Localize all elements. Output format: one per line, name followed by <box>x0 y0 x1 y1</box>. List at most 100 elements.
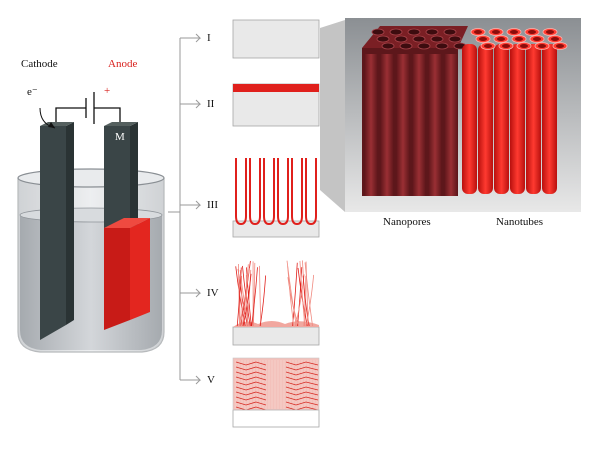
pore-channel <box>249 158 261 226</box>
nanopores-label: Nanopores <box>383 216 431 228</box>
nanopore-column <box>428 54 442 196</box>
nanofiber <box>297 267 303 327</box>
stage-label-3: III <box>207 199 218 211</box>
nanofiber <box>305 261 309 327</box>
mesh-chevron <box>235 371 267 376</box>
mesh-chevron <box>235 366 267 371</box>
nanofiber <box>259 275 267 327</box>
circuit-wires <box>55 92 121 124</box>
metal-label: M <box>115 131 125 143</box>
pore-channel <box>305 158 317 226</box>
nanofiber <box>287 266 295 327</box>
nanofiber <box>299 260 306 327</box>
nanotubes-label: Nanotubes <box>496 216 544 228</box>
stage-label-1: I <box>207 32 211 44</box>
pore-channel <box>291 158 303 226</box>
nanopore-opening <box>435 42 449 50</box>
nanostructure-inset <box>320 18 581 212</box>
nanotube <box>526 44 541 194</box>
cathode-label: Cathode <box>21 58 58 70</box>
mesh-chevron <box>285 361 319 366</box>
nanotube-opening <box>492 30 500 34</box>
plus-label: + <box>104 85 111 97</box>
mesh-chevron <box>285 366 319 371</box>
nanofiber <box>242 273 252 327</box>
mesh-chevron <box>235 376 267 381</box>
nanofiber <box>238 264 240 327</box>
nanotube-opening <box>479 37 487 41</box>
nanofiber <box>241 275 243 327</box>
anodized-layer <box>104 228 130 330</box>
mesh-chevron <box>235 386 267 391</box>
nanotube-opening <box>520 44 528 48</box>
nanopore-opening <box>443 28 457 36</box>
nanopore-opening <box>430 35 444 43</box>
nanotube-opening <box>556 44 564 48</box>
nanotube <box>494 44 509 194</box>
nanotube-opening <box>484 44 492 48</box>
mesh-chevron <box>285 401 319 406</box>
mesh-chevron <box>285 381 319 386</box>
mesh-chevron <box>285 386 319 391</box>
mesh-chevron <box>235 391 267 396</box>
nanofiber <box>286 260 297 327</box>
cathode-electrode <box>40 122 74 340</box>
nanofiber <box>251 267 258 327</box>
nanotube-opening <box>497 37 505 41</box>
nanopore-opening <box>399 42 413 50</box>
nanotube-opening <box>551 37 559 41</box>
nanofiber <box>297 267 308 327</box>
nanotube <box>462 44 477 194</box>
mesh-chevron <box>235 396 267 401</box>
mesh-chevron <box>235 401 267 406</box>
nanopore-opening <box>407 28 421 36</box>
nanotube-opening <box>515 37 523 41</box>
nanotube-opening <box>474 30 482 34</box>
nanopore-column <box>396 54 410 196</box>
mesh-chevron <box>285 406 319 411</box>
stage-2-panel <box>232 83 320 127</box>
electron-arrow <box>39 107 56 129</box>
nanotube-opening <box>528 30 536 34</box>
nanopore-opening <box>376 35 390 43</box>
nanotube <box>478 44 493 194</box>
nanopore-opening <box>417 42 431 50</box>
mesh-chevron <box>285 376 319 381</box>
nanotube <box>542 44 557 194</box>
nanofiber <box>303 275 307 327</box>
nanopore-opening <box>425 28 439 36</box>
nanofiber <box>245 275 248 327</box>
nanofiber <box>305 274 315 327</box>
mesh-chevron <box>235 381 267 386</box>
nanotube-opening <box>546 30 554 34</box>
nanotube-opening <box>502 44 510 48</box>
stage-3-panel <box>232 158 320 238</box>
pore-channel <box>263 158 275 226</box>
nanopore-column <box>380 54 394 196</box>
nanotube-opening <box>533 37 541 41</box>
stage-label-4: IV <box>207 287 219 299</box>
nanofiber <box>259 265 262 327</box>
nanopore-column <box>364 54 378 196</box>
stage-5-panel <box>232 357 320 428</box>
stage-connectors <box>168 33 202 385</box>
pore-channel <box>235 158 247 226</box>
stage-label-2: II <box>207 98 215 110</box>
stage-label-5: V <box>207 374 215 386</box>
nanofiber <box>236 267 242 327</box>
mesh-chevron <box>235 361 267 366</box>
nanofiber <box>302 275 310 327</box>
nanopore-opening <box>389 28 403 36</box>
nanofiber <box>253 262 256 327</box>
nanopore-opening <box>448 35 462 43</box>
stage-4-panel <box>232 260 320 346</box>
nanopore-column <box>412 54 426 196</box>
mesh-chevron <box>285 391 319 396</box>
nanopore-opening <box>381 42 395 50</box>
anode-electrode <box>104 122 150 330</box>
nanopore-opening <box>371 28 385 36</box>
mesh-chevron <box>285 396 319 401</box>
mesh-chevron <box>235 406 267 411</box>
nanopore-opening <box>394 35 408 43</box>
